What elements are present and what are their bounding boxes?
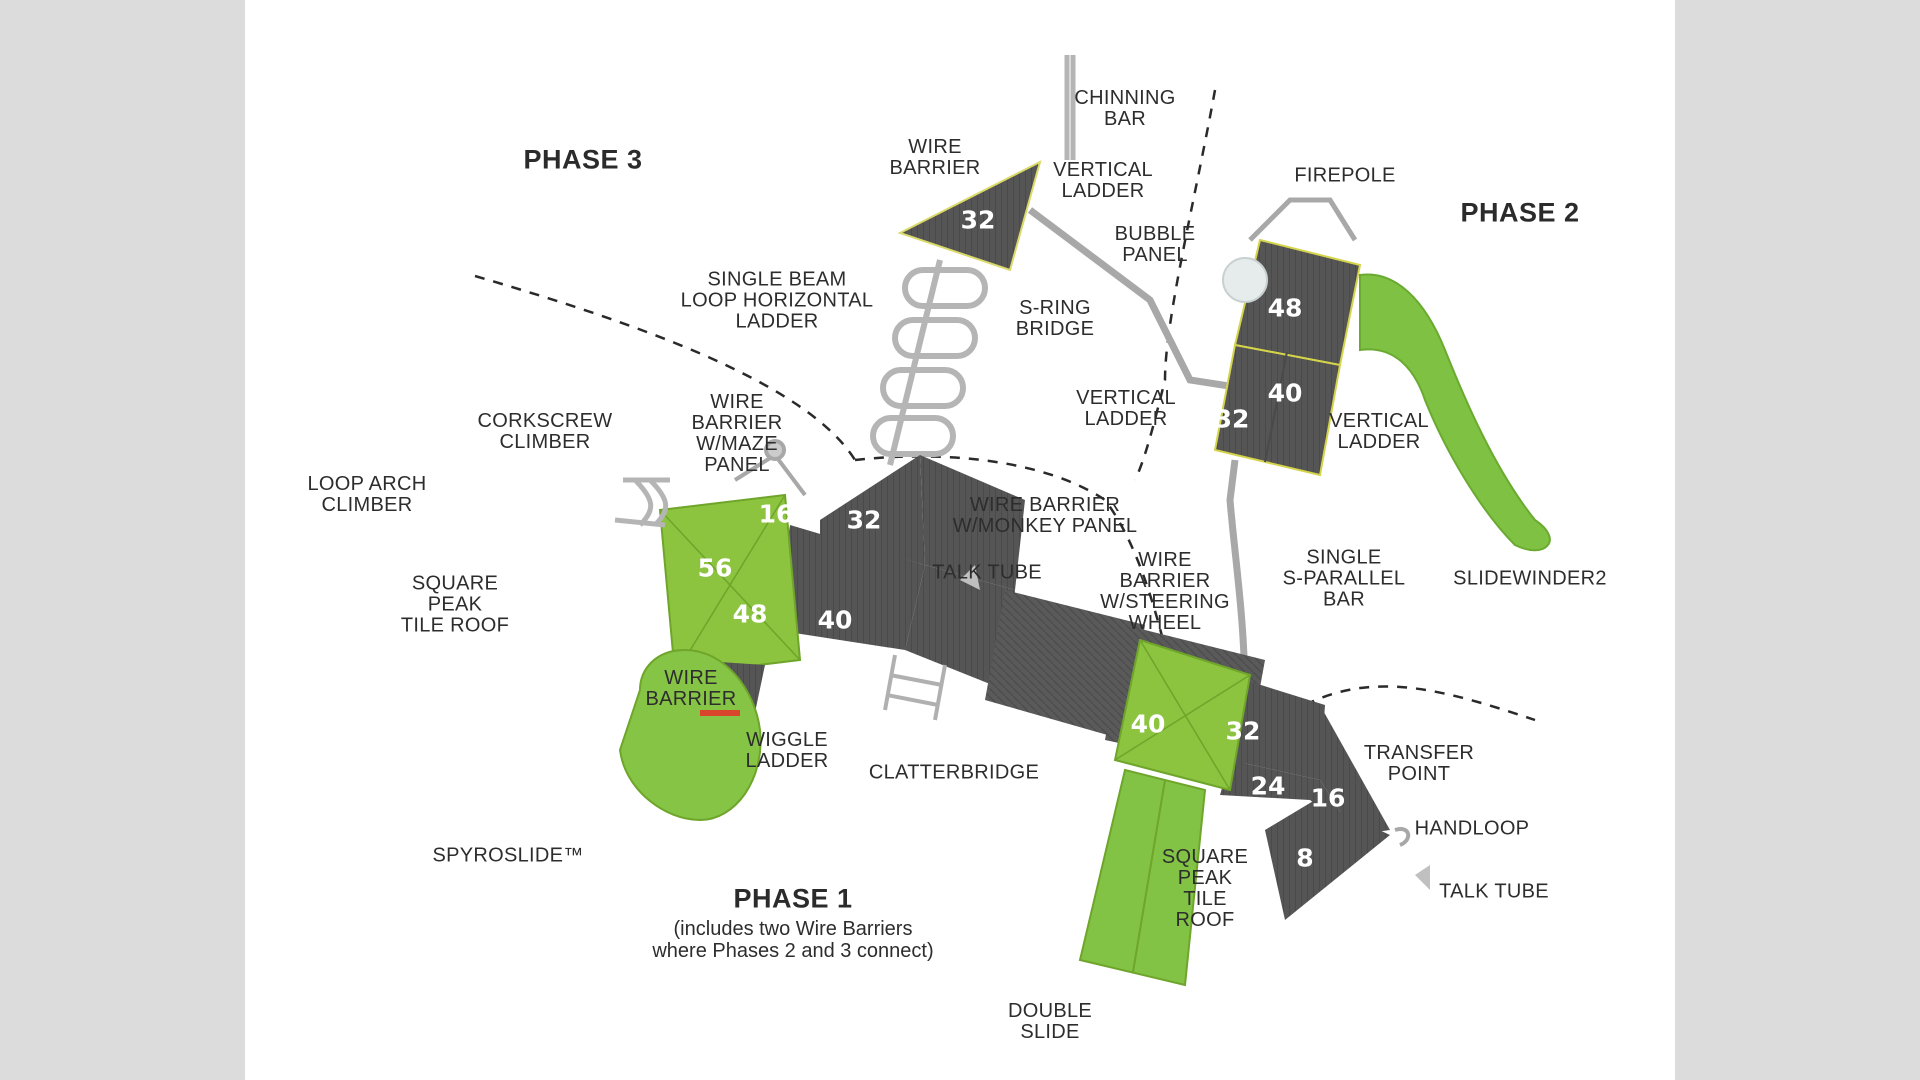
label-firepole: FIREPOLE xyxy=(1294,164,1396,187)
deck-height-32-right: 32 xyxy=(1225,716,1261,746)
label-single-beam-loop: SINGLE BEAM LOOP HORIZONTAL LADDER xyxy=(680,268,874,333)
label-clatterbridge: CLATTERBRIDGE xyxy=(868,761,1040,784)
label-loop-arch-climber: LOOP ARCH CLIMBER xyxy=(307,473,427,516)
deck-height-40-center: 40 xyxy=(817,605,853,635)
label-double-slide: DOUBLE SLIDE xyxy=(1007,1000,1093,1043)
label-wire-barrier-left: WIRE BARRIER xyxy=(645,667,737,710)
deck-8-right xyxy=(1265,800,1390,920)
deck-height-40-phase2: 40 xyxy=(1267,378,1303,408)
double-slide xyxy=(1078,768,1207,987)
label-wire-barrier-steering: WIRE BARRIER W/STEERING WHEEL xyxy=(1100,549,1230,634)
label-bubble-panel: BUBBLE PANEL xyxy=(1114,223,1196,266)
deck-height-8-right: 8 xyxy=(1296,843,1314,873)
label-spyroslide: SPYROSLIDE™ xyxy=(432,844,584,867)
deck-height-48-left: 48 xyxy=(732,599,768,629)
label-handloop: HANDLOOP xyxy=(1414,817,1530,840)
clatterbridge-deck xyxy=(985,590,1145,740)
phase-1-title: PHASE 1 xyxy=(733,883,853,914)
bubble-panel xyxy=(1222,257,1268,303)
label-wire-barrier-maze: WIRE BARRIER W/MAZE PANEL xyxy=(691,391,783,476)
phase-2-title: PHASE 2 xyxy=(1460,197,1580,228)
corkscrew-climber-shape xyxy=(733,439,807,497)
label-talk-tube-right: TALK TUBE xyxy=(1439,880,1549,903)
horizontal-loop-ladder xyxy=(870,259,988,466)
label-single-s-parallel: SINGLE S-PARALLEL BAR xyxy=(1282,546,1406,611)
deck-32-phase3 xyxy=(897,160,1042,272)
label-wiggle-ladder: WIGGLE LADDER xyxy=(745,729,829,772)
deck-56-48 xyxy=(775,525,925,650)
label-wire-barrier-monkey: WIRE BARRIER W/MONKEY PANEL xyxy=(952,494,1138,537)
deck-height-32-center: 32 xyxy=(846,505,882,535)
deck-height-48-phase2: 48 xyxy=(1267,293,1303,323)
label-wire-barrier-top: WIRE BARRIER xyxy=(889,136,981,179)
deck-height-64: 64 xyxy=(597,542,633,572)
deck-32-center xyxy=(920,455,1025,590)
deck-height-32-phase2: 32 xyxy=(1214,404,1250,434)
s-ring-bridge xyxy=(1027,207,1256,394)
deck-height-24-right: 24 xyxy=(1250,771,1286,801)
spyroslide xyxy=(618,648,762,822)
deck-40-center xyxy=(905,565,1015,690)
label-vertical-ladder-right: VERTICAL LADDER xyxy=(1329,410,1429,453)
label-square-peak-right: SQUARE PEAK TILE ROOF xyxy=(1161,846,1249,931)
firepole xyxy=(1248,197,1358,242)
deck-16-left xyxy=(820,455,925,565)
playground-diagram: PHASE 3 PHASE 2 PHASE 1 (includes two Wi… xyxy=(245,0,1675,1080)
deck-40-32-phase2 xyxy=(1213,343,1342,477)
phase-1-note: (includes two Wire Barriers where Phases… xyxy=(652,918,934,962)
label-square-peak-left: SQUARE PEAK TILE ROOF xyxy=(400,572,510,637)
talk-tube-shape-mid xyxy=(960,565,980,590)
label-vertical-ladder-top: VERTICAL LADDER xyxy=(1053,159,1153,202)
label-chinning-bar: CHINNING BAR xyxy=(1074,87,1176,130)
slidewinder2 xyxy=(1359,273,1551,552)
handloop-shape xyxy=(1394,827,1411,847)
talk-tube-shape-right xyxy=(1415,865,1430,890)
wiggle-ladder-shape xyxy=(883,654,947,721)
deck-32-right xyxy=(1230,680,1325,780)
deck-height-40-roof: 40 xyxy=(1130,709,1166,739)
label-slidewinder2: SLIDEWINDER2 xyxy=(1453,567,1607,590)
phase-3-title: PHASE 3 xyxy=(523,144,643,175)
deck-height-56: 56 xyxy=(697,553,733,583)
label-s-ring-bridge: S-RING BRIDGE xyxy=(1015,297,1095,340)
deck-height-16-right: 16 xyxy=(1310,783,1346,813)
loop-arch-climber-shape xyxy=(614,477,670,528)
label-vertical-ladder-mid: VERTICAL LADDER xyxy=(1076,387,1176,430)
chinning-bar xyxy=(1064,55,1076,160)
deck-24-16-right xyxy=(1220,760,1355,835)
label-talk-tube-mid: TALK TUBE xyxy=(932,561,1042,584)
deck-height-32-phase3: 32 xyxy=(960,205,996,235)
deck-height-16-left: 16 xyxy=(758,499,794,529)
deck-16-right xyxy=(1320,705,1390,835)
label-corkscrew-climber: CORKSCREW CLIMBER xyxy=(477,410,613,453)
playground-drawing xyxy=(474,55,1551,987)
label-transfer-point: TRANSFER POINT xyxy=(1363,742,1475,785)
